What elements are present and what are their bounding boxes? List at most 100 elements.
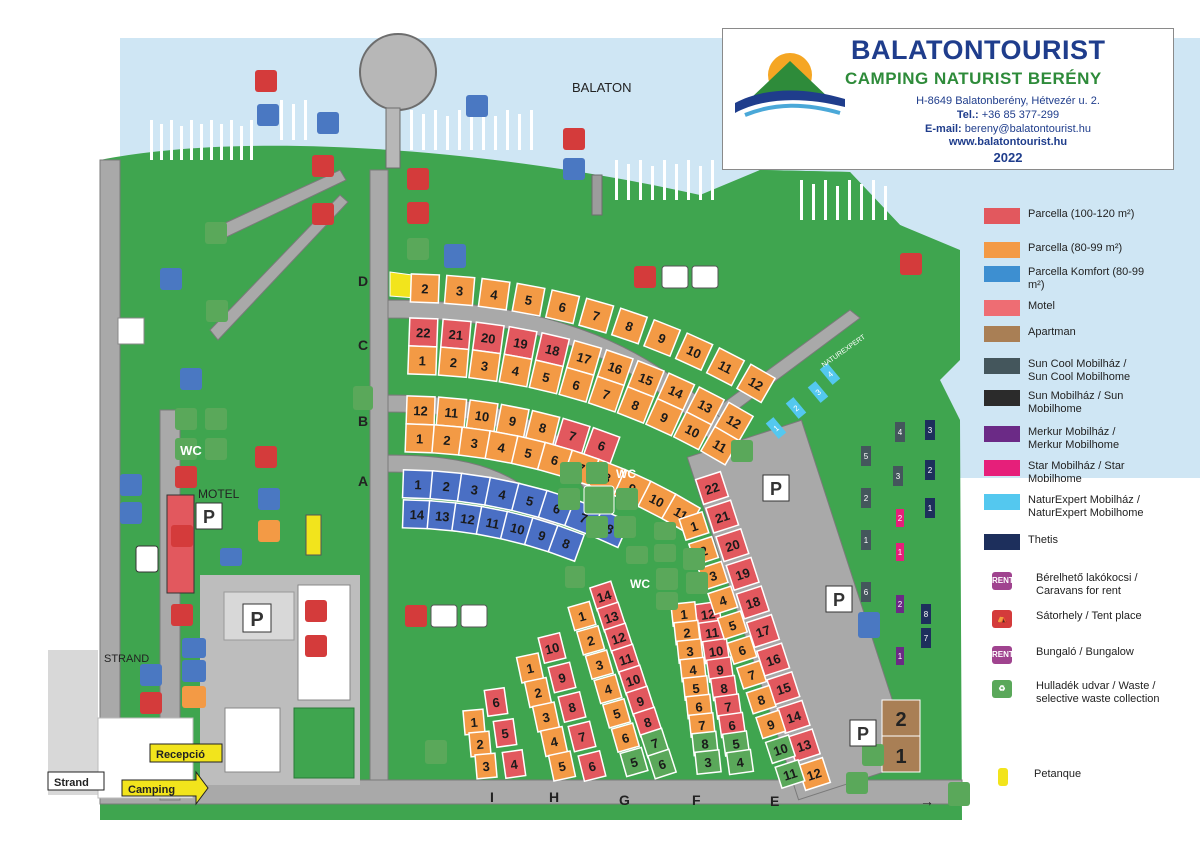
plot-c-outer-20: 20: [471, 321, 505, 355]
plot-d-9: 9: [642, 318, 682, 358]
plot-c-outer-13-number: 13: [695, 396, 715, 416]
legend-item: Star Mobilház / Star Mobilhome: [984, 460, 1128, 486]
naturexpert-4: 4: [819, 363, 841, 385]
row-letter-b: B: [358, 413, 368, 429]
mobilhome-0: 2: [896, 509, 904, 527]
legend-swatch: [984, 460, 1020, 476]
plot-a-bottom-14-number: 14: [409, 507, 425, 523]
plot-d-11-number: 11: [716, 357, 735, 377]
plot-c-outer-18-number: 18: [544, 341, 562, 359]
plot-e-inner-6: 6: [726, 634, 758, 666]
mobilhome-0-number: 2: [898, 514, 903, 523]
plot-d-10-number: 10: [684, 342, 703, 362]
plot-d-5-cell: [511, 282, 546, 317]
apartman-2: [881, 699, 921, 737]
plot-c-outer-14-number: 14: [666, 382, 686, 402]
fish-icon: [626, 546, 648, 564]
wash-icon: [205, 408, 227, 430]
no-dog-icon-2: [563, 128, 585, 150]
fountain-icon-3: [683, 548, 705, 570]
legend-icon-item: ⛺Sátorhely / Tent place: [984, 610, 1142, 628]
plot-b-outer-9-number: 9: [508, 413, 518, 429]
fountain-icon-2: [654, 544, 676, 562]
plot-e-outer-18: 18: [735, 585, 771, 620]
plot-h-outer-6: 6: [577, 749, 607, 783]
suncool-6: 6: [861, 582, 871, 602]
plot-a-top-1-number: 1: [414, 477, 422, 492]
plot-e-outer-13-number: 13: [795, 737, 813, 756]
plot-e-inner-11-number: 11: [781, 765, 799, 784]
wc-icon-west: [175, 438, 197, 460]
plot-h-outer-9: 9: [547, 661, 577, 694]
suncool-3-number: 3: [896, 472, 901, 481]
rent-bungalow-icon: [171, 604, 193, 626]
plot-c-inner-8-cell: [616, 385, 655, 425]
plot-c-inner-9: 9: [644, 397, 684, 437]
plot-e-outer-15: 15: [766, 670, 801, 706]
plot-b-outer-11: 11: [435, 396, 468, 429]
no-dog-icon-3: [171, 525, 193, 547]
mobilhome-3-shape: [896, 647, 904, 665]
plot-g-outer-6-cell: [646, 748, 678, 780]
plot-i-outer-6: 6: [483, 686, 509, 718]
motel-label: MOTEL: [198, 487, 240, 501]
apartman-2-label: 2: [895, 709, 906, 731]
road-west: [99, 159, 121, 801]
fishing-icon: [563, 158, 585, 180]
parking-sign-south: [849, 719, 877, 747]
plot-c-inner-6: 6: [558, 366, 595, 404]
rent-icon: [407, 168, 429, 190]
petanque-court: [305, 514, 322, 556]
plot-c-outer-19-number: 19: [512, 335, 529, 352]
naturexpert-4-number: 4: [826, 369, 836, 379]
legend-swatch: [984, 300, 1020, 316]
suncool-1-number: 1: [864, 536, 869, 545]
legend-label: Merkur Mobilház / Merkur Mobilhome: [1028, 426, 1120, 451]
thetis-3: 3: [925, 420, 935, 440]
row-letter-f: F: [692, 792, 701, 808]
naturexpert-1-number: 1: [772, 423, 782, 433]
suncool-6-shape: [861, 582, 871, 602]
plot-i-inner-3: 3: [474, 752, 498, 780]
web-link[interactable]: www.balatontourist.hu: [948, 136, 1068, 148]
brand-title: BALATONTOURIST: [851, 35, 1106, 65]
no-swim-icon: [317, 112, 339, 134]
plot-g-outer-14-number: 14: [595, 587, 614, 606]
plot-c-inner-7-number: 7: [600, 386, 612, 403]
logo-icon: [735, 53, 845, 117]
dog-area-icon: [312, 203, 334, 225]
service-icons: [120, 70, 970, 806]
plot-e-outer-21: 21: [704, 499, 740, 534]
plot-b-outer-12-number: 12: [413, 403, 428, 418]
plot-c-outer-14: 14: [656, 372, 696, 412]
reception-building: [224, 707, 281, 773]
kids-icon: [182, 686, 206, 708]
dog-beach-icon: [900, 253, 922, 275]
suncool-2-shape: [861, 488, 871, 508]
row-letter-g: G: [619, 792, 630, 808]
plot-c-outer-16-number: 16: [606, 359, 625, 378]
plot-c-inner-2: 2: [437, 346, 470, 379]
plot-a-top-1: 1: [401, 469, 435, 500]
legend-swatch: [984, 390, 1020, 406]
plot-g-inner-5-cell: [601, 697, 632, 729]
pier-platform: [359, 33, 437, 111]
strand-label: STRAND: [104, 653, 149, 665]
plot-e-inner-8: 8: [745, 684, 777, 715]
plot-c-inner-5-number: 5: [541, 369, 551, 385]
plot-h-outer-8-cell: [557, 690, 587, 724]
email-label: E-mail:: [925, 123, 962, 135]
plot-g-inner-6: 6: [610, 722, 641, 754]
plot-h-inner-3-number: 3: [541, 709, 551, 725]
legend-item: Parcella (80-99 m²): [984, 242, 1122, 258]
plot-e-inner-8-number: 8: [756, 692, 768, 709]
boat-rent-icon: [312, 155, 334, 177]
suncool-4-number: 4: [898, 428, 903, 437]
tap-icon-2: [353, 386, 373, 410]
plot-a-top-2-number: 2: [442, 479, 451, 495]
waste-icon: ♻: [992, 680, 1012, 698]
road-central: [369, 169, 389, 801]
plot-g-outer-10-number: 10: [624, 671, 642, 690]
plot-f-outer-12-number: 12: [700, 606, 716, 623]
